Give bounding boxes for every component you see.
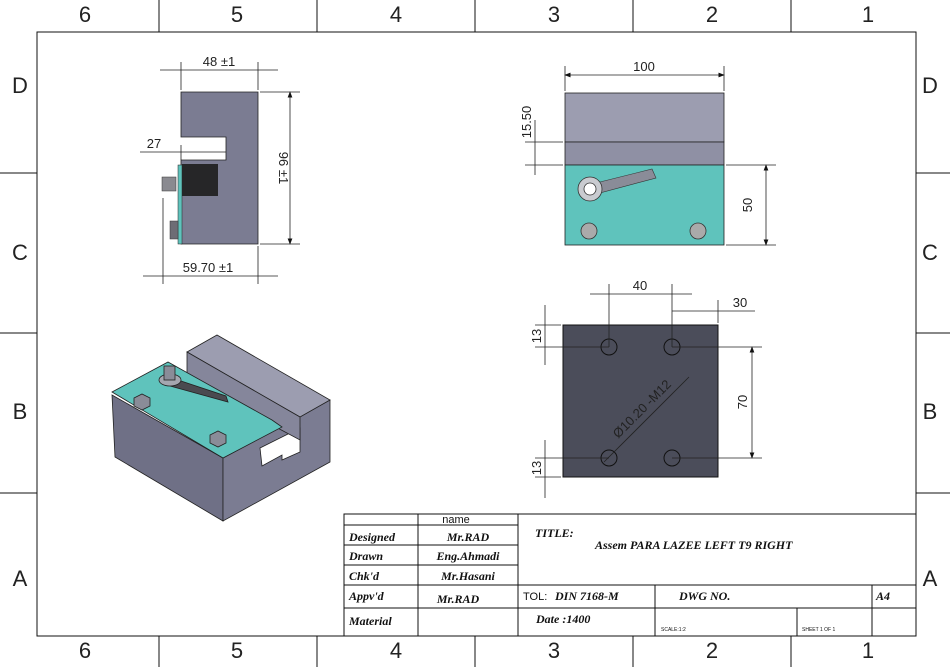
drawing-title: Assem PARA LAZEE LEFT T9 RIGHT [594, 538, 793, 552]
zone-row-c: C [922, 240, 938, 265]
front-middle [564, 141, 725, 166]
zone-col-2: 2 [706, 2, 718, 27]
dim-side-slot: 27 [147, 136, 161, 151]
sheet-number: SHEET 1 OF 1 [802, 627, 835, 633]
zone-col-1: 1 [862, 638, 874, 663]
zone-col-6: 6 [79, 2, 91, 27]
approved-value: Mr.RAD [436, 592, 480, 606]
dim-side-height: 96 ±1 [276, 152, 291, 184]
tol-value: DIN 7168-M [554, 589, 619, 603]
zone-col-4: 4 [390, 2, 402, 27]
iso-pin [163, 365, 176, 381]
tol-label: TOL: [523, 591, 547, 603]
zone-col-1: 1 [862, 2, 874, 27]
zone-col-5: 5 [231, 2, 243, 27]
row-labels: D C B A D C B A [12, 73, 938, 591]
iso-bolt [209, 430, 227, 448]
side-bolt [169, 220, 179, 240]
checked-label: Chk'd [349, 569, 380, 583]
dim-side-overall: 59.70 ±1 [183, 260, 234, 275]
zone-row-b: B [923, 399, 938, 424]
dim-edge-offset: 30 [733, 295, 747, 310]
column-labels-top: 6 5 4 3 2 1 [79, 2, 874, 27]
zone-row-a: A [923, 566, 938, 591]
dim-hole-spacing: 40 [633, 278, 647, 293]
material-label: Material [348, 614, 392, 628]
zone-row-b: B [13, 399, 28, 424]
dim-top-offset: 13 [529, 329, 544, 343]
side-pin [161, 176, 177, 192]
side-clamp-block [182, 164, 218, 196]
zone-row-d: D [922, 73, 938, 98]
date-value: Date :1400 [535, 612, 590, 626]
designed-value: Mr.RAD [446, 530, 490, 544]
zone-row-d: D [12, 73, 28, 98]
iso-raised-front [186, 351, 301, 441]
dim-vertical-spacing: 70 [735, 395, 750, 409]
name-header: name [442, 514, 470, 526]
iso-bolt [133, 393, 151, 411]
dim-front-width: 100 [633, 59, 655, 74]
zone-col-3: 3 [548, 2, 560, 27]
front-bolt-left [580, 222, 598, 240]
checked-value: Mr.Hasani [440, 569, 495, 583]
zone-col-4: 4 [390, 638, 402, 663]
isometric-view [111, 334, 331, 522]
side-plate [177, 164, 183, 245]
zone-col-6: 6 [79, 638, 91, 663]
bottom-face [562, 324, 719, 478]
zone-row-c: C [12, 240, 28, 265]
dim-side-width: 48 ±1 [203, 54, 235, 69]
scale-value: SCALE:1:2 [661, 627, 686, 633]
zone-row-a: A [13, 566, 28, 591]
sheet-size: A4 [875, 589, 890, 603]
drawn-value: Eng.Ahmadi [435, 549, 500, 563]
front-bolt-right [689, 222, 707, 240]
dim-bottom-offset: 13 [529, 461, 544, 475]
iso-plate [111, 361, 283, 459]
title-block: name Designed Mr.RAD Drawn Eng.Ahmadi Ch… [343, 513, 917, 637]
zone-col-2: 2 [706, 638, 718, 663]
dim-front-top: 15.50 [519, 106, 534, 139]
bottom-view: 40 30 13 13 70 Ø10.20 -M12 [529, 278, 762, 498]
drawn-label: Drawn [348, 549, 383, 563]
title-label: TITLE: [535, 526, 574, 540]
column-labels-bottom: 6 5 4 3 2 1 [79, 638, 874, 663]
front-top-block [564, 92, 725, 143]
zone-col-5: 5 [231, 638, 243, 663]
dwg-no-label: DWG NO. [678, 589, 730, 603]
zone-col-3: 3 [548, 638, 560, 663]
dim-front-plate: 50 [740, 198, 755, 212]
side-view: 48 ±1 27 96 ±1 59.70 ±1 [140, 54, 300, 284]
front-view: 100 15.50 50 [519, 59, 776, 246]
designed-label: Designed [348, 530, 396, 544]
approved-label: Appv'd [348, 589, 385, 603]
